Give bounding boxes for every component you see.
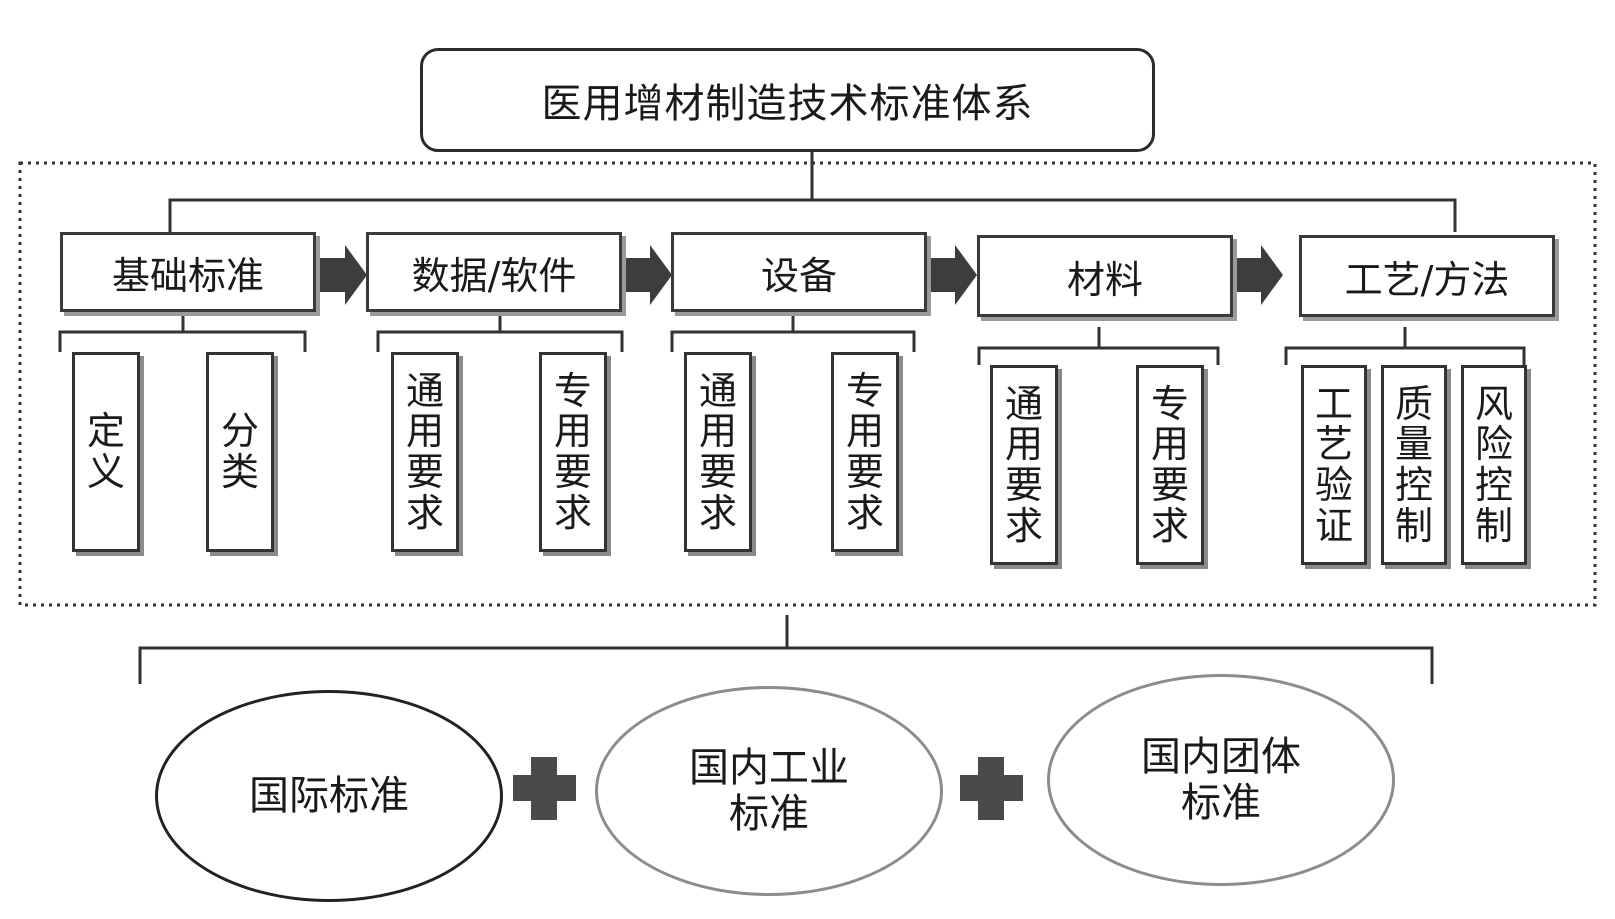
item-label: 专用要求 [846, 368, 885, 535]
item-equipment-general: 通用要求 [684, 352, 752, 552]
item-classification: 分类 [206, 352, 274, 552]
source-label: 国内工业标准 [689, 745, 849, 837]
category-label: 数据/软件 [411, 253, 577, 298]
item-data-specific: 专用要求 [539, 352, 607, 552]
item-definition: 定义 [72, 352, 140, 552]
item-label: 质量控制 [1395, 381, 1434, 548]
category-equipment: 设备 [671, 232, 927, 312]
arrow-4 [1234, 245, 1283, 305]
category-label: 基础标准 [111, 253, 264, 298]
category-process-method: 工艺/方法 [1299, 235, 1555, 317]
sub-bracket-1 [58, 312, 307, 352]
item-label: 分类 [221, 409, 260, 494]
sub-bracket-2 [376, 312, 624, 352]
source-domestic-industry: 国内工业标准 [595, 686, 943, 896]
category-label: 材料 [1066, 257, 1143, 302]
item-label: 工艺验证 [1315, 381, 1354, 548]
source-label: 国内团体标准 [1141, 734, 1301, 826]
sub-bracket-3 [670, 312, 916, 352]
arrow-1 [318, 245, 367, 305]
category-materials: 材料 [977, 235, 1233, 317]
item-label: 专用要求 [1151, 381, 1190, 548]
item-process-validation: 工艺验证 [1301, 365, 1367, 565]
item-material-general: 通用要求 [990, 365, 1058, 565]
item-label: 定义 [87, 409, 126, 494]
category-bracket [168, 198, 1457, 232]
source-bracket [138, 615, 1434, 684]
diagram-title: 医用增材制造技术标准体系 [420, 48, 1155, 152]
source-domestic-group: 国内团体标准 [1047, 674, 1395, 886]
plus-icon [960, 775, 1023, 801]
arrow-2 [623, 245, 672, 305]
arrow-3 [928, 245, 977, 305]
plus-icon [513, 775, 576, 801]
item-label: 通用要求 [1005, 381, 1044, 548]
title-text: 医用增材制造技术标准体系 [541, 81, 1034, 127]
source-label: 国际标准 [249, 773, 409, 819]
item-label: 通用要求 [406, 368, 445, 535]
source-international: 国际标准 [155, 690, 503, 902]
category-basic: 基础标准 [60, 232, 316, 312]
item-quality-control: 质量控制 [1381, 365, 1447, 565]
item-material-specific: 专用要求 [1136, 365, 1204, 565]
category-data-software: 数据/软件 [366, 232, 622, 312]
item-label: 风险控制 [1475, 381, 1514, 548]
item-label: 专用要求 [554, 368, 593, 535]
item-equipment-specific: 专用要求 [831, 352, 899, 552]
sub-bracket-4 [977, 327, 1220, 365]
category-label: 工艺/方法 [1344, 257, 1510, 302]
item-data-general: 通用要求 [391, 352, 459, 552]
sub-bracket-5 [1284, 327, 1526, 365]
item-label: 通用要求 [699, 368, 738, 535]
item-risk-control: 风险控制 [1461, 365, 1527, 565]
category-label: 设备 [760, 253, 837, 298]
